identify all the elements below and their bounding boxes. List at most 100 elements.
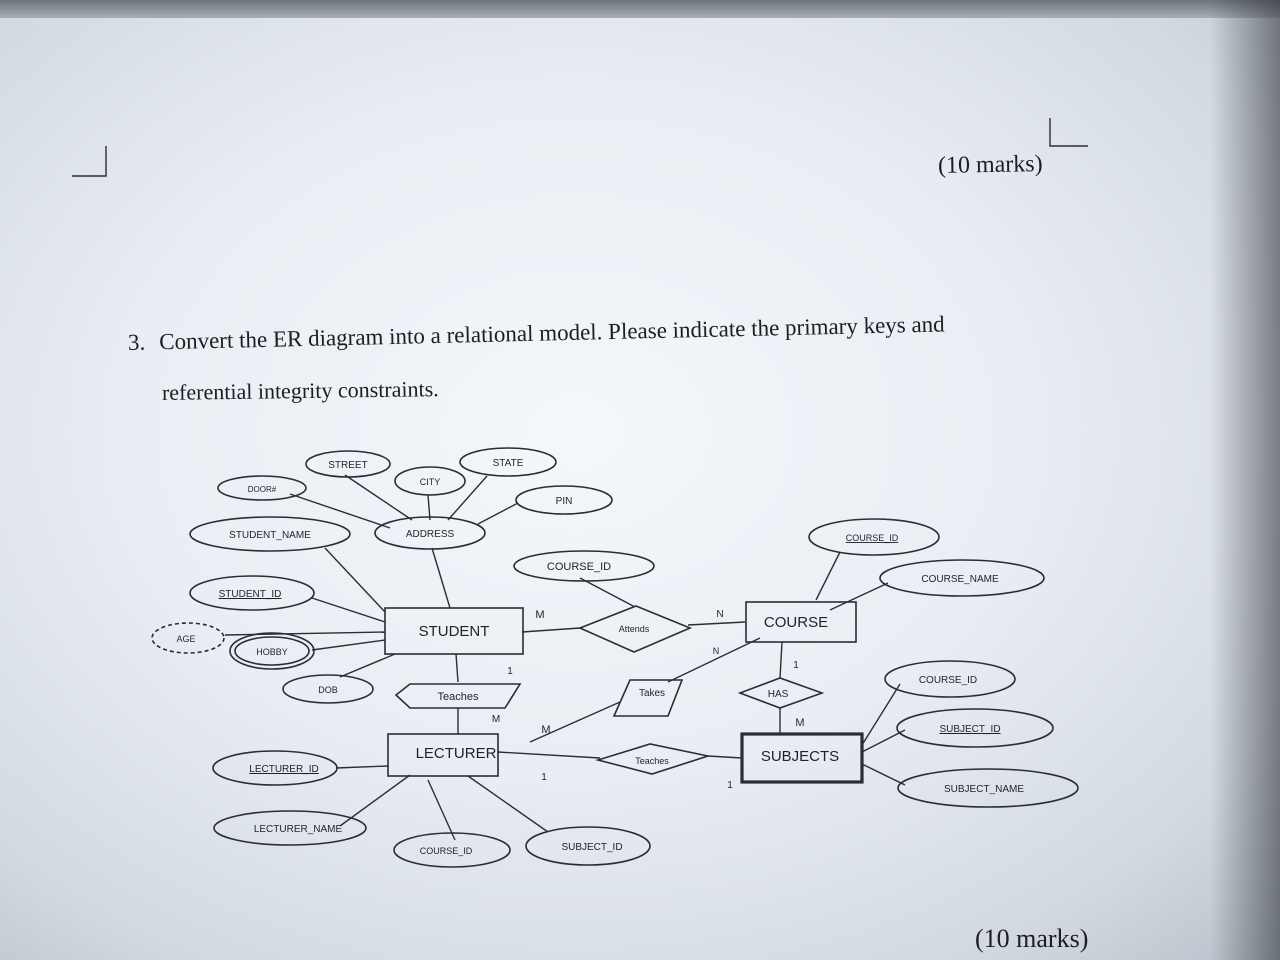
course-has-line [779,641,783,679]
attr-subject-id-key [896,708,1054,748]
card-attends-course: N [716,609,723,620]
course-coursename-line [829,582,889,611]
attr-subject-name-label: SUBJECT_NAME [944,784,1024,795]
card-has-course: 1 [793,660,799,671]
attr-hobby-label: HOBBY [256,647,288,657]
lecturer-courseid-line [427,779,456,841]
rel-takes [612,679,684,717]
rel-teaches-student [394,683,522,709]
student-teaches-line [455,653,459,683]
attr-course-id-key [808,518,940,556]
street-address-line [344,474,413,521]
monitor-top-edge [0,0,1280,18]
city-address-line [427,494,431,521]
attr-lecturer-name-label: LECTURER_NAME [254,824,343,835]
card-teaches-subject-lecturer: 1 [541,772,547,783]
rel-takes-label: Takes [639,688,665,699]
subjects-subjectname-line [861,763,906,786]
card-teaches-student-lecturer: M [492,714,500,725]
corner-mark-left [72,146,107,177]
attends-course-line [687,621,746,626]
attr-student-name [189,516,351,552]
lecturer-teaches-subject-line [497,751,601,759]
attr-student-id [189,575,315,611]
entity-student [384,607,524,655]
card-attends-student: M [535,609,544,621]
attr-course-id-lecturer [393,832,511,868]
corner-mark-right [1049,118,1088,147]
monitor-right-shadow [1210,0,1280,960]
attr-address-label: ADDRESS [406,529,455,540]
card-takes-lecturer: M [541,724,550,736]
attr-age-label: AGE [176,634,195,644]
lecturer-takes-line [529,701,621,743]
attr-city [394,466,466,496]
entity-lecturer-label: LECTURER [416,745,497,762]
age-line [224,631,386,636]
pin-address-line [477,502,519,525]
takes-course-line [667,637,761,683]
attr-address [374,516,486,550]
attends-courseid-line [579,577,636,608]
rel-teaches-student-label: Teaches [438,691,479,703]
rel-attends-label: Attends [619,624,650,634]
attr-course-id-key-label: COURSE_ID [846,533,899,543]
attr-course-id-lecturer-label: COURSE_ID [420,846,473,856]
lecturer-subjectid-line [467,775,549,833]
attr-lecturer-id-label: LECTURER_ID [249,764,318,775]
course-courseid-line [815,551,841,601]
attr-subject-id-key-label: SUBJECT_ID [939,724,1000,735]
attr-course-name-label: COURSE_NAME [921,574,999,585]
attr-state-label: STATE [493,458,524,469]
attr-subject-id-lecturer [525,826,651,866]
rel-has-label: HAS [768,689,789,700]
entities-group: STUDENT COURSE LECTURER SUBJECTS [384,601,864,784]
rel-attends [577,605,693,653]
attr-age [151,622,225,654]
dob-line [339,653,396,678]
door-address-line [289,493,391,529]
attr-pin [515,485,613,515]
attr-city-label: CITY [420,477,441,487]
attr-subject-id-lecturer-label: SUBJECT_ID [561,842,622,853]
rel-has [737,677,825,709]
entity-subjects [740,732,864,784]
attr-subject-name [897,768,1079,808]
rel-teaches-subject-label: Teaches [635,756,669,766]
attr-street [305,450,391,478]
entity-lecturer [387,733,499,777]
card-has-subjects: M [795,717,804,729]
attr-pin-label: PIN [556,496,573,507]
subjects-courseid-line [861,683,901,746]
marks-label-bottom: (10 marks) [975,924,1089,953]
card-takes-course: N [713,646,720,656]
subjects-subjectid-line [861,729,906,753]
attr-lecturer-name [213,810,367,846]
attr-course-id-attends-label: COURSE_ID [547,561,611,573]
attr-dob-label: DOB [318,685,338,695]
card-teaches-student-student: 1 [507,666,513,677]
attr-state [459,447,557,477]
entity-student-label: STUDENT [419,623,490,640]
attr-door-label: DOOR# [248,485,277,494]
attr-dob [282,674,374,704]
address-student-line [431,547,451,609]
attr-course-id-subject-label: COURSE_ID [919,675,977,686]
rel-teaches-subject [595,743,712,775]
attr-course-id-attends [513,550,655,582]
lecturer-id-line [335,765,389,769]
attr-hobby [234,636,310,666]
attr-course-name [879,559,1045,597]
teaches-subjects-line [707,755,743,759]
state-address-line [447,475,488,521]
relationships-group: Attends Teaches Takes HAS Teaches [394,605,825,775]
attr-street-label: STREET [328,460,367,471]
student-attends-line [521,627,581,633]
attr-course-id-subject [884,660,1016,698]
attr-door [217,475,307,501]
attr-hobby-outer [229,632,315,670]
